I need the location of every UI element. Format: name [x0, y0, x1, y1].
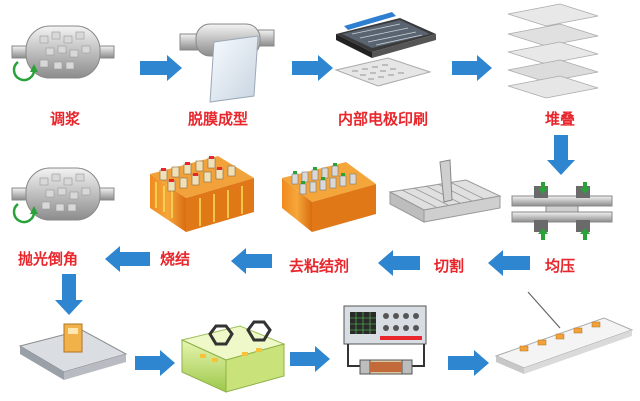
step-label-pressing: 均压: [545, 257, 576, 275]
arrow-icons: [55, 55, 575, 376]
film-roll-icon: [179, 23, 275, 103]
arrow-left-icon: [488, 250, 530, 276]
plating-bath-icon: [180, 320, 286, 393]
step-label-cutting: 切割: [434, 257, 465, 275]
screen-printer-icon: [334, 12, 436, 87]
kiln-tray-icon: [282, 162, 376, 232]
arrow-down-icon: [547, 135, 575, 175]
arrow-left-icon: [105, 246, 150, 272]
wafer-plate-icon: [18, 323, 128, 380]
sintered-block-icon: [150, 156, 254, 232]
step-label-electrode-printing: 内部电极印刷: [338, 110, 429, 128]
drum-mill-icon: [11, 167, 115, 224]
step-label-slurry: 调浆: [50, 110, 81, 128]
arrow-right-icon: [140, 55, 182, 81]
step-label-polishing: 抛光倒角: [18, 250, 79, 268]
arrow-right-icon: [135, 350, 175, 376]
arrow-left-icon: [378, 250, 420, 276]
step-label-binder-removal: 去粘结剂: [289, 257, 350, 275]
press-rollers-icon: [511, 182, 613, 240]
step-label-sintering: 烧结: [160, 250, 191, 268]
drum-mill-icon: [11, 25, 115, 82]
test-instrument-icon: [343, 305, 427, 367]
chip-strip-icon: [494, 291, 634, 374]
chip-resistor-icon: [359, 359, 413, 375]
arrow-right-icon: [448, 350, 489, 376]
arrow-right-icon: [292, 55, 333, 81]
electrode-icon: [208, 320, 272, 346]
arrow-right-icon: [452, 55, 492, 81]
arrow-down-icon: [55, 274, 83, 315]
arrow-right-icon: [290, 346, 330, 372]
stacked-sheets-icon: [507, 3, 599, 99]
step-label-tape-casting: 脱膜成型: [188, 110, 249, 128]
cutter-icon: [388, 159, 502, 223]
step-label-stacking: 堆叠: [545, 110, 576, 128]
arrow-left-icon: [231, 248, 272, 274]
